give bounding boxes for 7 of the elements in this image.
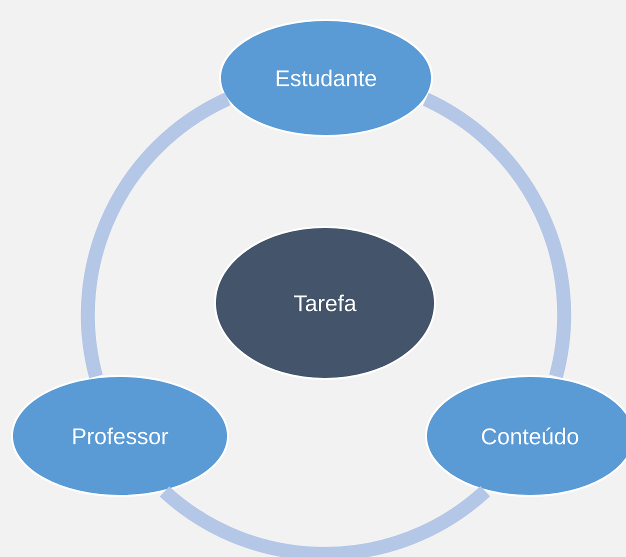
ellipse-node: Conteúdo [425, 374, 626, 497]
ellipse-node: Tarefa [214, 226, 436, 380]
ellipse-node: Estudante [219, 19, 433, 137]
ring-arc [80, 92, 231, 378]
ring-arc [160, 486, 490, 557]
ellipse-node: Professor [11, 374, 229, 497]
ring-arc [422, 93, 572, 378]
